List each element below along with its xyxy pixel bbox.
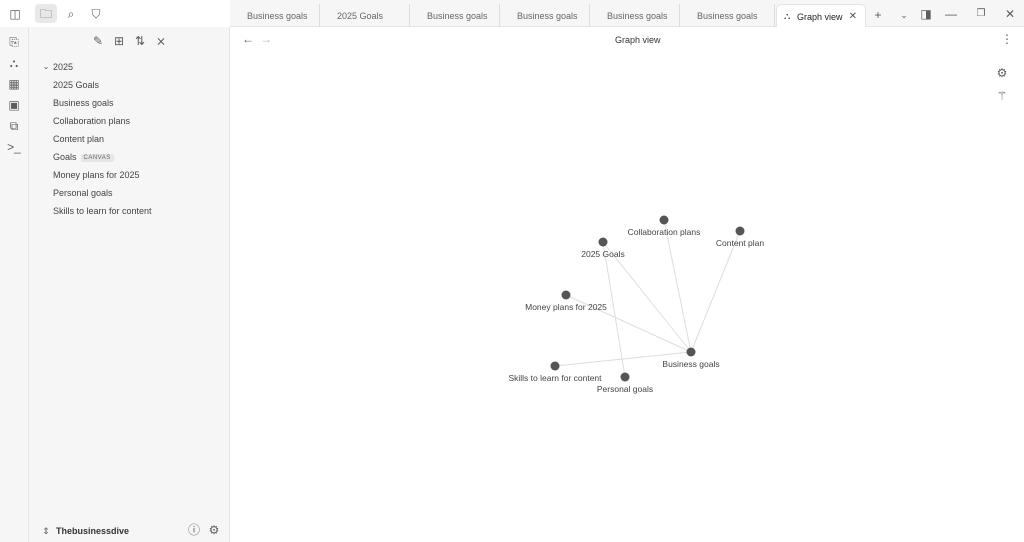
file-label: Content plan [53, 134, 105, 144]
file-item[interactable]: Collaboration plans [53, 116, 130, 126]
tab-label: Business goals [607, 11, 668, 21]
top-left-toolbar: ◫ 🗀 ⌕ ⛉ [0, 0, 230, 27]
canvas-badge: CANVAS [80, 154, 114, 162]
graph-node-label: Content plan [716, 238, 764, 248]
tab[interactable]: Business goals [230, 4, 320, 27]
tab-close-icon[interactable]: ✕ [848, 11, 857, 22]
file-switcher-icon[interactable]: ⎘ [9, 35, 19, 49]
graph-node-label: Money plans for 2025 [525, 302, 607, 312]
graph-edge [663, 219, 692, 353]
ribbon: ⎘ ⛬ ▦ ▣ ⧉ >_ [0, 27, 29, 542]
graph-node[interactable] [550, 361, 560, 371]
graph-edge [690, 230, 741, 353]
tab-label: Business goals [247, 11, 308, 21]
graph-edge [602, 241, 626, 378]
graph-node[interactable] [620, 372, 630, 382]
tab[interactable]: Business goals [500, 4, 590, 27]
new-folder-icon[interactable]: ⊞ [113, 34, 125, 48]
graph-node[interactable] [598, 237, 608, 247]
graph-icon: ⛬ [784, 11, 791, 21]
file-label: Personal goals [53, 188, 113, 198]
collapse-all-icon[interactable]: ⨯ [155, 34, 167, 48]
graph-node-label: Collaboration plans [628, 227, 701, 237]
folder-icon[interactable]: 🗀 [35, 4, 57, 23]
file-item[interactable]: Personal goals [53, 188, 113, 198]
calendar-icon[interactable]: ▣ [8, 98, 20, 112]
file-label: Goals [53, 152, 77, 162]
file-item[interactable]: 2025 Goals [53, 80, 99, 90]
terminal-icon[interactable]: >_ [7, 140, 21, 154]
file-label: Skills to learn for content [53, 206, 152, 216]
tab[interactable]: Business goals [410, 4, 500, 27]
file-label: Business goals [53, 98, 114, 108]
tab[interactable]: 2025 Goals [320, 4, 410, 27]
new-tab-icon[interactable]: + [874, 8, 882, 22]
tab-bar: Business goals 2025 Goals Business goals Bu… [230, 0, 1024, 27]
forward-arrow-icon[interactable]: → [260, 32, 272, 46]
file-item[interactable]: Skills to learn for content [53, 206, 152, 216]
vault-switcher-icon[interactable]: ⇕ [42, 526, 50, 536]
graph-node-label: Skills to learn for content [508, 373, 602, 383]
tab[interactable]: ⛬ Graph view ✕ [776, 4, 866, 27]
templates-icon[interactable]: ⧉ [9, 119, 19, 133]
vault-name[interactable]: Thebusinessdive [56, 526, 130, 536]
graph-node-label: Personal goals [597, 384, 653, 394]
tab-label: Business goals [517, 11, 578, 21]
tab-label: Graph view [797, 12, 843, 22]
settings-icon[interactable]: ⚙ [208, 523, 220, 537]
split-view-icon[interactable]: ◨ [920, 7, 932, 21]
file-item[interactable]: Business goals [53, 98, 114, 108]
file-item[interactable]: Content plan [53, 134, 104, 144]
graph-node-label: 2025 Goals [581, 249, 624, 259]
tab[interactable]: Business goals [590, 4, 680, 27]
file-item[interactable]: Money plans for 2025 [53, 170, 140, 180]
sidebar-toggle-icon[interactable]: ◫ [9, 7, 21, 21]
graph-node-label: Business goals [662, 359, 719, 369]
canvas-icon[interactable]: ▦ [8, 77, 20, 91]
bookmark-icon[interactable]: ⛉ [91, 7, 101, 21]
graph-settings-icon[interactable]: ⚙ [996, 66, 1008, 80]
folder-2025[interactable]: 2025 [53, 62, 74, 72]
tab[interactable]: Business goals [680, 4, 775, 27]
graph-icon[interactable]: ⛬ [9, 56, 19, 70]
chevron-down-icon[interactable]: ⌄ [42, 62, 50, 71]
file-label: 2025 Goals [53, 80, 100, 90]
tab-label: Business goals [427, 11, 488, 21]
view-title: Graph view [615, 35, 661, 45]
graph-node[interactable] [686, 347, 696, 357]
graph-node[interactable] [659, 215, 669, 225]
restore-icon[interactable]: ❐ [976, 8, 986, 19]
graph-edge [565, 294, 692, 353]
animate-wand-icon[interactable]: ⚚ [996, 89, 1008, 103]
file-label: Money plans for 2025 [53, 170, 140, 180]
help-icon[interactable]: ⓘ [187, 523, 200, 537]
search-icon[interactable]: ⌕ [67, 7, 75, 21]
minimize-icon[interactable]: — [945, 7, 957, 21]
tab-list-chevron-icon[interactable]: ⌄ [900, 10, 908, 20]
more-options-icon[interactable]: ⋮ [1001, 32, 1013, 46]
new-note-icon[interactable]: ✎ [92, 34, 104, 48]
back-arrow-icon[interactable]: ← [242, 32, 254, 46]
graph-node[interactable] [561, 290, 571, 300]
file-label: Collaboration plans [53, 116, 131, 126]
tab-label: Business goals [697, 11, 758, 21]
graph-edge [554, 351, 692, 367]
sort-icon[interactable]: ⇅ [134, 34, 146, 48]
tab-label: 2025 Goals [337, 11, 384, 21]
graph-edge [602, 241, 692, 353]
graph-node[interactable] [735, 226, 745, 236]
window-close-icon[interactable]: ✕ [1004, 7, 1016, 21]
